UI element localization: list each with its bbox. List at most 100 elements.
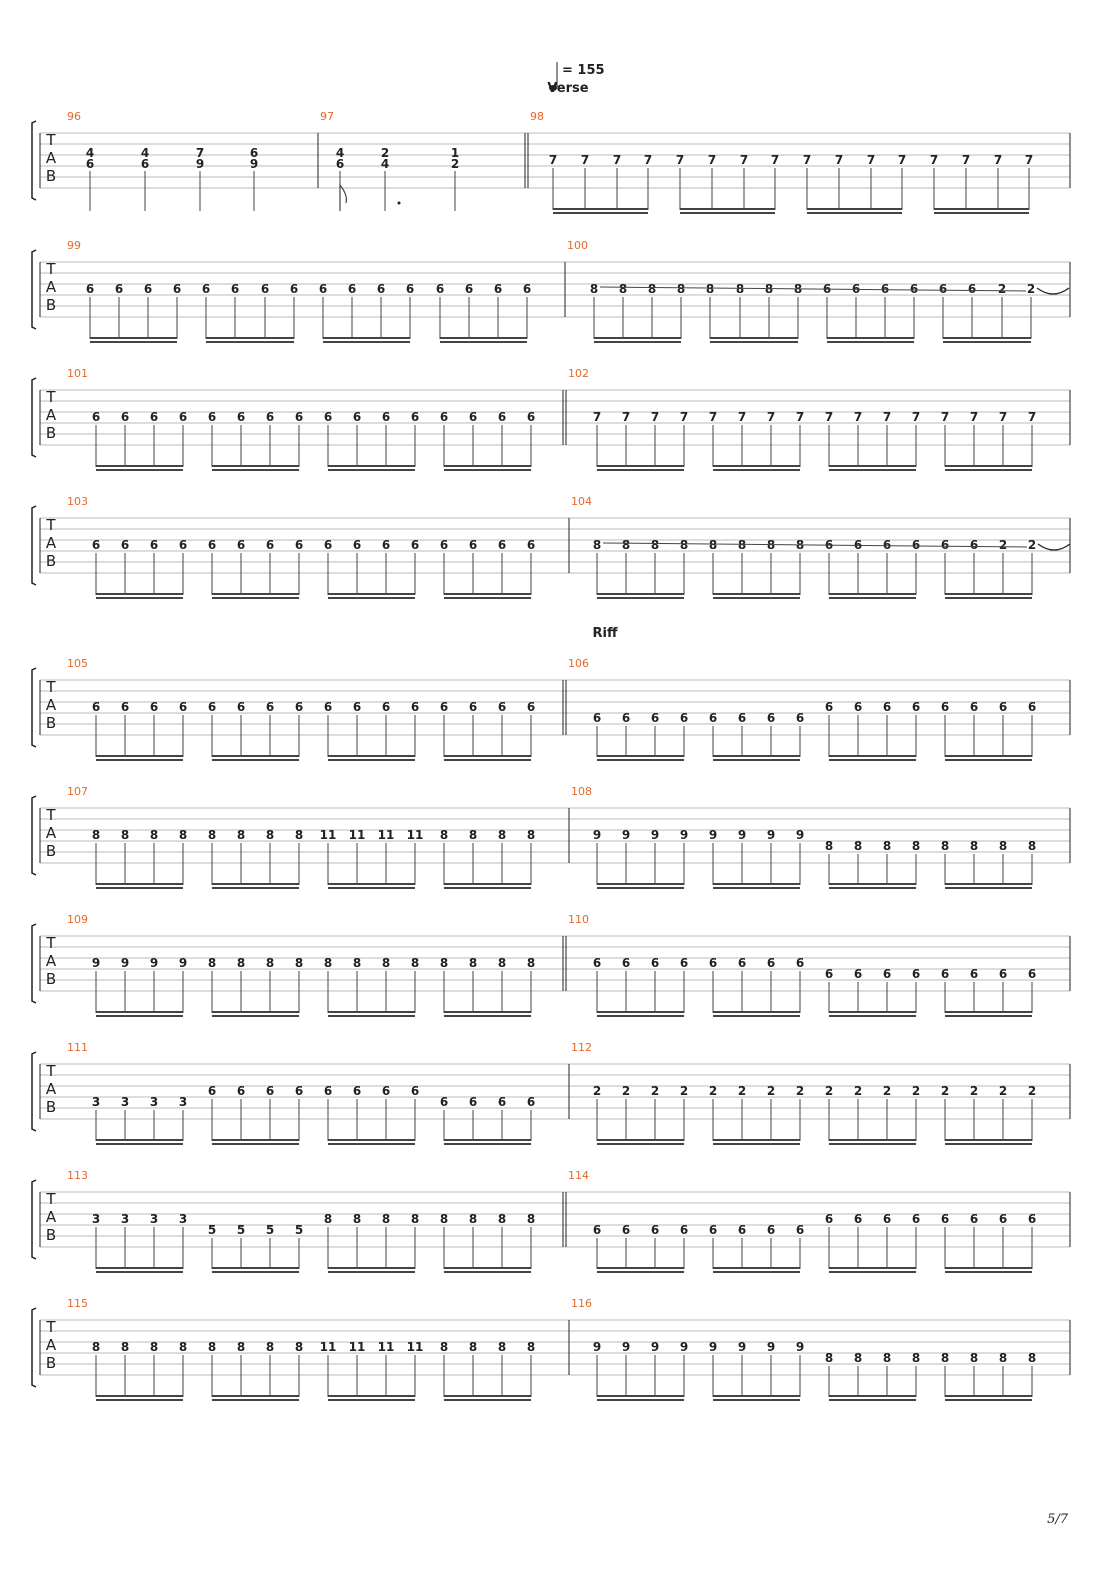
fret-number: 8 (854, 1351, 862, 1365)
section-label: Riff (593, 626, 618, 641)
slide-line (599, 286, 1027, 292)
fret-number: 8 (266, 828, 274, 842)
fret-number: 6 (709, 956, 717, 970)
beam (328, 1399, 415, 1401)
tab-system: TAB9966666666666666661008888888866666622 (31, 239, 1071, 343)
fret-number: 2 (680, 1084, 688, 1098)
fret-number: 6 (970, 700, 978, 714)
fret-number: 2 (796, 1084, 804, 1098)
fret-number: 8 (179, 828, 187, 842)
fret-number: 11 (407, 1340, 424, 1354)
fret-number: 7 (738, 410, 746, 424)
fret-number: 7 (581, 153, 589, 167)
fret-number: 9 (651, 1340, 659, 1354)
tab-clef-letter: A (46, 534, 57, 552)
fret-number: 6 (881, 282, 889, 296)
fret-number: 6 (999, 700, 1007, 714)
fret-number: 6 (469, 538, 477, 552)
bar-number: 107 (67, 785, 88, 798)
beam (328, 1143, 415, 1145)
beam (444, 593, 531, 595)
fret-number: 6 (411, 538, 419, 552)
tab-clef-letter: A (46, 1336, 57, 1354)
fret-number: 2 (381, 146, 389, 160)
fret-number: 8 (651, 538, 659, 552)
fret-number: 2 (970, 1084, 978, 1098)
fret-number: 8 (92, 828, 100, 842)
fret-number: 8 (382, 956, 390, 970)
fret-number: 11 (407, 828, 424, 842)
fret-number: 8 (527, 1340, 535, 1354)
fret-number: 2 (998, 282, 1006, 296)
fret-number: 7 (680, 410, 688, 424)
fret-number: 8 (912, 1351, 920, 1365)
fret-number: 6 (237, 410, 245, 424)
beam (713, 755, 800, 757)
fret-number: 6 (651, 711, 659, 725)
beam (945, 1139, 1032, 1141)
fret-number: 8 (709, 538, 717, 552)
note-flag (339, 183, 347, 211)
beam (206, 341, 294, 343)
beam (212, 1015, 299, 1017)
beam (323, 337, 410, 339)
beam (212, 883, 299, 885)
beam (945, 755, 1032, 757)
beam (597, 1395, 684, 1397)
fret-number: 3 (121, 1212, 129, 1226)
tab-clef-letter: B (46, 714, 56, 732)
fret-number: 6 (436, 282, 444, 296)
fret-number: 11 (349, 828, 366, 842)
fret-number: 6 (469, 410, 477, 424)
bar-number: 113 (67, 1169, 88, 1182)
fret-number: 6 (912, 967, 920, 981)
beam (597, 1271, 684, 1273)
fret-number: 6 (498, 700, 506, 714)
beam (96, 755, 183, 757)
fret-number: 8 (150, 828, 158, 842)
fret-number: 6 (411, 700, 419, 714)
fret-number: 6 (382, 1084, 390, 1098)
fret-number: 9 (196, 157, 204, 171)
fret-number: 8 (825, 839, 833, 853)
beam (829, 887, 916, 889)
bar-number: 97 (320, 110, 334, 123)
fret-number: 6 (208, 538, 216, 552)
fret-number: 7 (854, 410, 862, 424)
tab-clef-letter: B (46, 842, 56, 860)
fret-number: 6 (266, 410, 274, 424)
beam (713, 1011, 800, 1013)
fret-number: 6 (179, 538, 187, 552)
fret-number: 6 (336, 157, 344, 171)
fret-number: 9 (622, 1340, 630, 1354)
tab-clef-letter: A (46, 952, 57, 970)
fret-number: 6 (941, 967, 949, 981)
beam (212, 1395, 299, 1397)
beam (96, 1271, 183, 1273)
fret-number: 8 (469, 828, 477, 842)
fret-number: 6 (179, 410, 187, 424)
fret-number: 8 (590, 282, 598, 296)
beam (328, 1271, 415, 1273)
fret-number: 2 (738, 1084, 746, 1098)
beam (96, 1399, 183, 1401)
beam (713, 1143, 800, 1145)
fret-number: 8 (179, 1340, 187, 1354)
beam (597, 883, 684, 885)
fret-number: 8 (736, 282, 744, 296)
beam (713, 759, 800, 761)
beam (829, 1011, 916, 1013)
beam (713, 883, 800, 885)
fret-number: 6 (324, 700, 332, 714)
fret-number: 8 (677, 282, 685, 296)
beam (597, 1143, 684, 1145)
fret-number: 6 (353, 1084, 361, 1098)
fret-number: 6 (883, 538, 891, 552)
fret-number: 7 (912, 410, 920, 424)
fret-number: 6 (295, 410, 303, 424)
fret-number: 7 (622, 410, 630, 424)
fret-number: 7 (708, 153, 716, 167)
system-bracket (31, 795, 37, 876)
beam (328, 593, 415, 595)
